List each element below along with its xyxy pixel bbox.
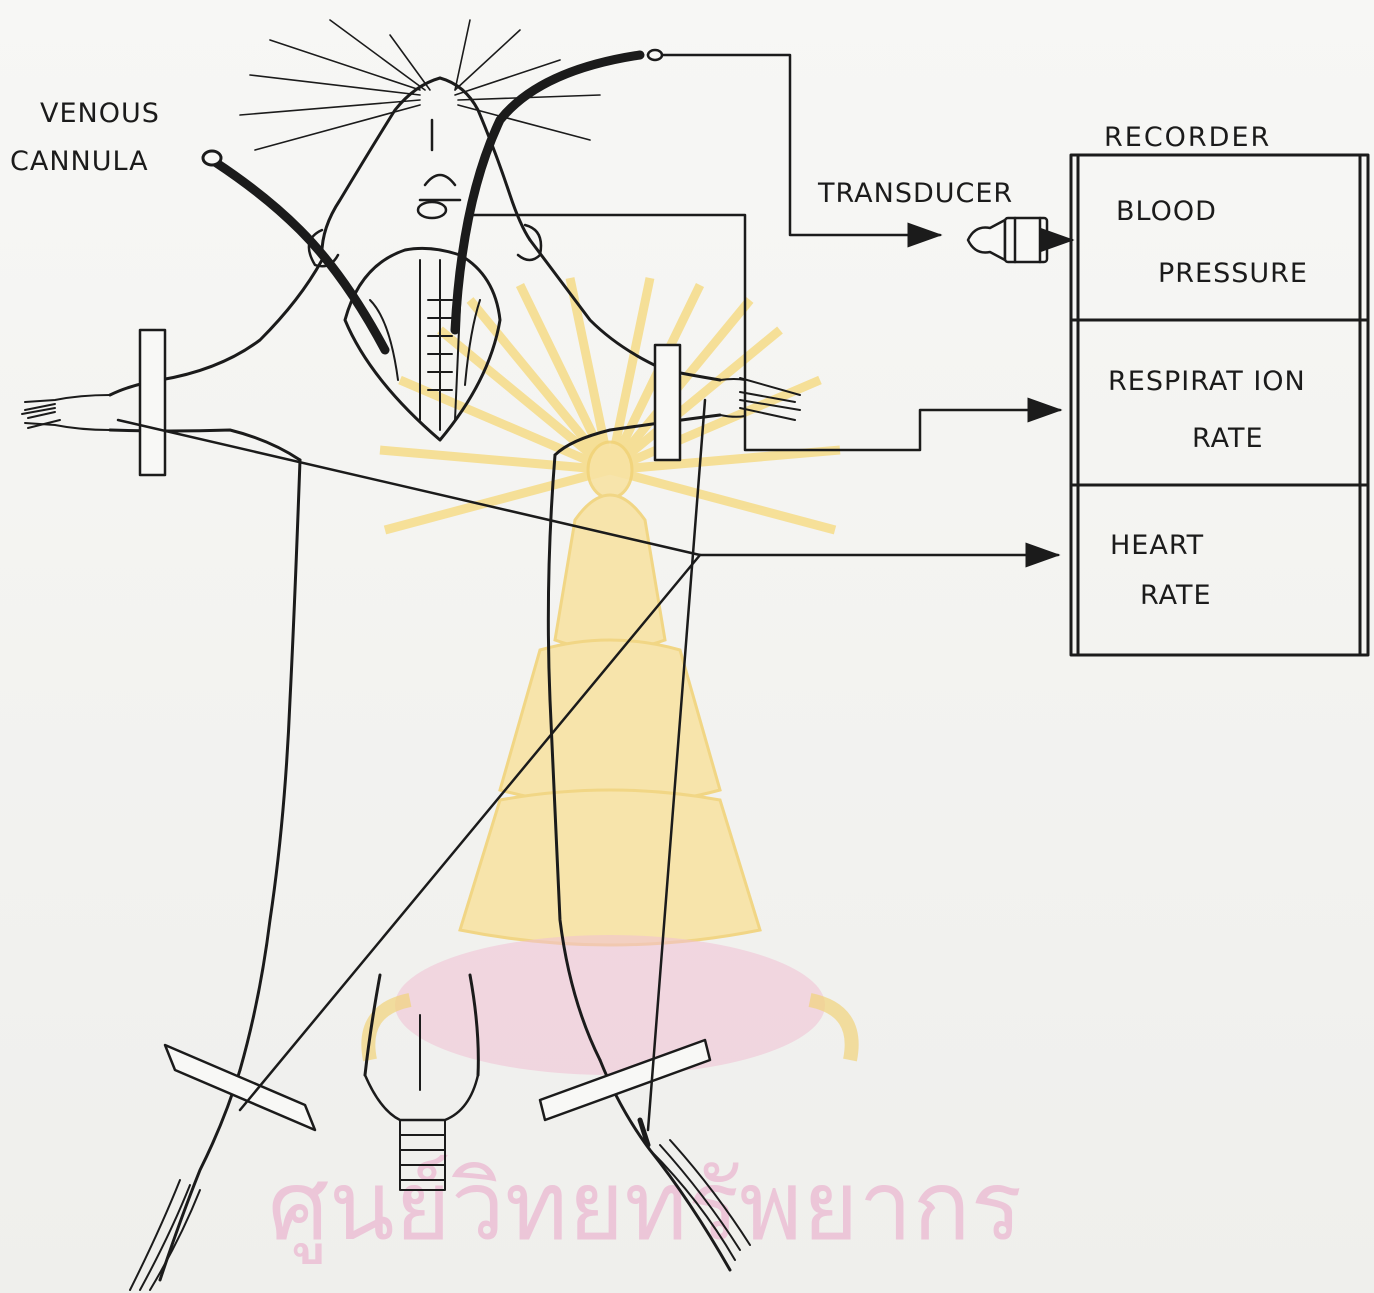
- recorder-label: RECORDER: [1104, 122, 1271, 153]
- transducer-label: TRANSDUCER: [818, 180, 1013, 207]
- transducer-icon: [968, 218, 1072, 262]
- channel-blood-pressure-line1: BLOOD: [1116, 198, 1217, 225]
- channel-heart-rate-line1: HEART: [1110, 532, 1204, 559]
- channel-respiration-line1: RESPIRAT ION: [1108, 368, 1306, 395]
- channel-respiration-line2: RATE: [1192, 425, 1264, 452]
- recorder-box: [1071, 155, 1368, 655]
- channel-blood-pressure-line2: PRESSURE: [1158, 260, 1308, 287]
- channel-heart-rate-line2: RATE: [1140, 582, 1212, 609]
- venous-cannula-label-line2: CANNULA: [10, 148, 149, 175]
- venous-cannula-label-line1: VENOUS: [40, 100, 160, 127]
